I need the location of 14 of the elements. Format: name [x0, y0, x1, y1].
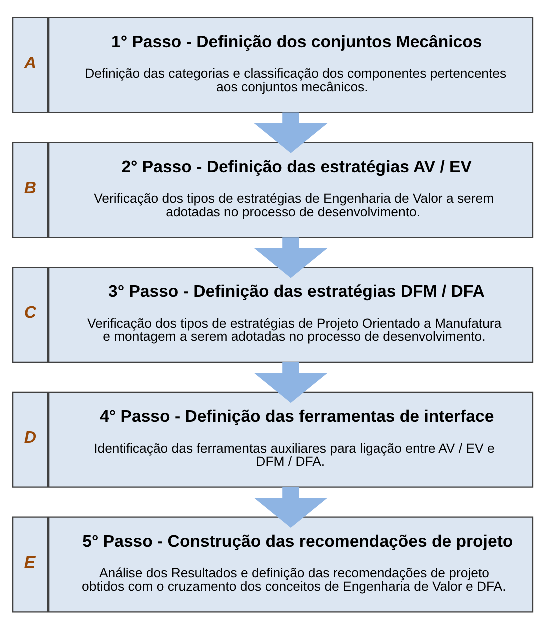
arrow: [254, 362, 328, 404]
node-box: A: [12, 17, 48, 114]
node-box: C: [12, 266, 48, 364]
node-box: E: [12, 516, 48, 613]
arrow: [254, 238, 328, 278]
arrow: [254, 112, 328, 154]
node-box: 1° Passo - Definição dos conjuntos Mecânicos Definição das categorias e classificação dos componentes pertencentes aos conjuntos mecânicos.: [48, 17, 534, 114]
arrow: [254, 487, 328, 528]
node-box: D: [12, 392, 48, 488]
node-box: 5° Passo - Construção das recomendações de projeto Análise dos Resultados e definição das recomendações de projeto obtidos com o cruzamento dos conceitos de Engenharia de Valor e DFA.: [48, 516, 534, 613]
node-box: B: [12, 142, 48, 238]
node-box: 3° Passo - Definição das estratégias DFM / DFA Verificação dos tipos de estratégias de Projeto Orientado a Manufatura e montagem a serem adotadas no processo de desenvolvimento.: [48, 266, 534, 364]
node-box: 4° Passo - Definição das ferramentas de interface Identificação das ferramentas auxiliares para ligação entre AV / EV e DFM / DFA.: [48, 392, 534, 488]
node-box: 2° Passo - Definição das estratégias AV / EV Verificação dos tipos de estratégias de Engenharia de Valor a serem adotadas no processo de desenvolvimento.: [48, 142, 534, 238]
